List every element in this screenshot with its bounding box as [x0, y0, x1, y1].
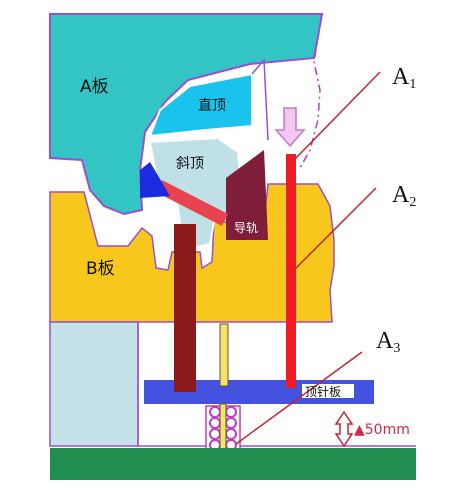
callout-a1: A1 — [392, 64, 416, 92]
down-arrow-icon — [274, 107, 306, 148]
b-plate-label: B板 — [86, 259, 115, 279]
leader-line-a3 — [235, 351, 363, 445]
ejector-rod-lifter — [174, 224, 196, 392]
svg-text:A3: A3 — [376, 328, 400, 356]
stroke-label: ▲50mm — [354, 422, 410, 438]
ejector-housing-outline — [137, 322, 416, 447]
leader-line-a2 — [293, 187, 377, 271]
a-plate-dash-outline — [299, 13, 323, 169]
left-support-block — [49, 321, 139, 447]
callout-subscript: 3 — [393, 341, 400, 356]
a-plate-edge-outline — [251, 58, 269, 141]
ejector-plate-label: 顶针板 — [305, 384, 341, 399]
guide-rail-label: 导轨 — [234, 221, 258, 235]
callout-subscript: 2 — [409, 195, 416, 210]
callout-subscript: 1 — [409, 77, 416, 92]
leader-line-a1 — [293, 71, 381, 161]
diagonal-arrow-shaft — [156, 180, 228, 226]
ejector-plate-label-bg — [302, 384, 354, 398]
callout-letter: A — [376, 328, 394, 354]
stroke-double-arrow-icon — [334, 410, 354, 448]
a-plate-label: A板 — [80, 77, 109, 97]
straight-lifter-label: 直顶 — [198, 97, 226, 114]
guide-rail — [226, 150, 268, 240]
callout-a2: A2 — [392, 182, 416, 210]
callout-a3: A3 — [376, 328, 400, 356]
callout-letter: A — [392, 64, 410, 90]
diagonal-arrow-head — [140, 162, 170, 198]
ejector-pin-red — [286, 154, 296, 388]
return-pin — [219, 323, 229, 387]
angled-lifter-label: 斜顶 — [176, 156, 204, 172]
base-plate — [50, 448, 416, 480]
callout-letter: A — [392, 182, 410, 208]
svg-text:A2: A2 — [392, 182, 416, 210]
svg-text:A1: A1 — [392, 64, 416, 92]
